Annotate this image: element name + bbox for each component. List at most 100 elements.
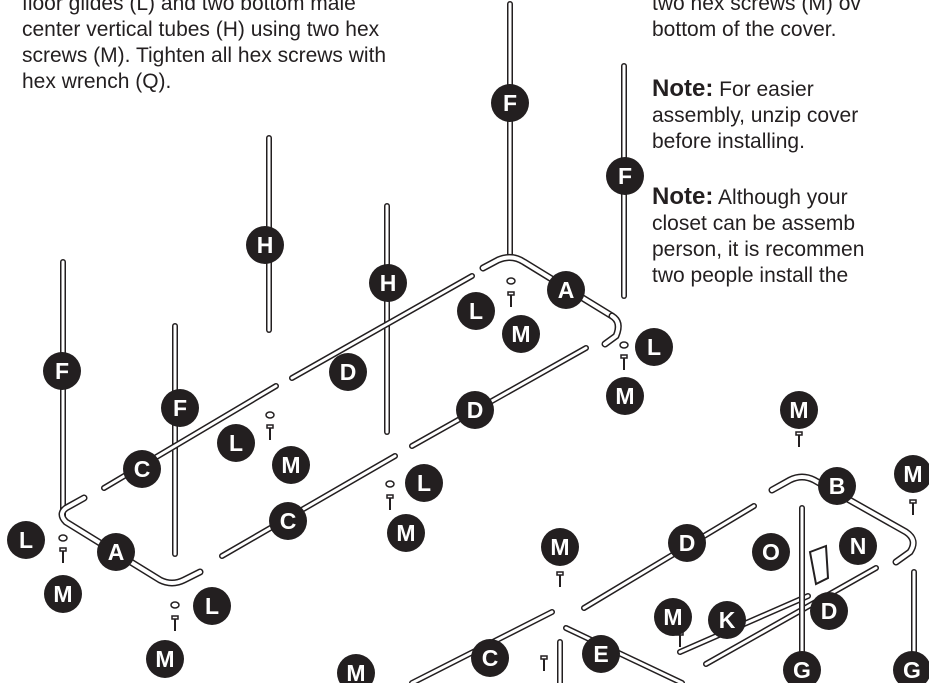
callout-letter: F (618, 163, 632, 189)
callout-letter: D (467, 397, 484, 423)
callout-letter: L (417, 470, 431, 496)
callout-d: D (810, 592, 848, 630)
callout-letter: C (482, 645, 499, 671)
callout-disc (246, 226, 284, 264)
callout-letter: M (903, 461, 922, 487)
floor-glide (385, 480, 395, 488)
callout-letter: D (821, 598, 838, 624)
note-2: Note: Although your closet can be assemb… (652, 184, 864, 289)
callout-n: N (839, 527, 877, 565)
instruction-line: screws (M). Tighten all hex screws with (22, 44, 387, 67)
callout-disc (783, 651, 821, 683)
callout-o: O (752, 533, 790, 571)
tube-d-mid (409, 345, 589, 449)
callout-letter: L (205, 593, 219, 619)
note-heading: Note: (652, 75, 714, 102)
instruction-line: bottom of the cover. (652, 18, 837, 41)
callout-letter: M (53, 581, 72, 607)
callout-disc (491, 84, 529, 122)
tube-d-lower (581, 503, 757, 611)
callout-a: A (547, 271, 585, 309)
instruction-line: floor glides (L) and two bottom male (22, 0, 356, 15)
note-line: Although your (718, 186, 848, 209)
callout-l: L (193, 587, 231, 625)
callout-k: K (708, 601, 746, 639)
callout-disc (97, 533, 135, 571)
floor-glide (619, 341, 629, 349)
note-heading: Note: (652, 183, 714, 210)
callout-letter: F (55, 358, 69, 384)
hardware (58, 277, 917, 671)
callout-disc (217, 424, 255, 462)
callout-disc (502, 315, 540, 353)
floor-glide (58, 534, 68, 542)
callout-d: D (668, 524, 706, 562)
hex-screw (909, 499, 917, 515)
callout-disc (387, 514, 425, 552)
callout-f: F (161, 389, 199, 427)
callout-letter: L (647, 334, 661, 360)
callout-letter: C (134, 456, 151, 482)
callout-letter: K (719, 607, 736, 633)
callout-letter: H (380, 270, 397, 296)
floor-glide (170, 601, 180, 609)
callout-disc (329, 353, 367, 391)
callout-disc (369, 264, 407, 302)
callout-letter: M (396, 520, 415, 546)
callout-disc (7, 521, 45, 559)
hex-screw (620, 354, 628, 370)
hex-screw (507, 291, 515, 307)
callout-disc (818, 467, 856, 505)
callout-l: L (457, 292, 495, 330)
callout-g: G (893, 651, 929, 683)
callout-l: L (635, 328, 673, 366)
callout-letter: L (229, 430, 243, 456)
callout-m: M (541, 528, 579, 566)
hex-screw (795, 431, 803, 447)
callout-d: D (329, 353, 367, 391)
callout-m: M (894, 455, 929, 493)
callout-letter: G (793, 657, 811, 683)
callout-m: M (146, 640, 184, 678)
bracket-o (808, 544, 830, 586)
callout-disc (654, 598, 692, 636)
hex-screw (556, 571, 564, 587)
callout-disc (193, 587, 231, 625)
tube-d-back (289, 273, 475, 381)
callout-letter: M (663, 604, 682, 630)
callout-g: G (783, 651, 821, 683)
note-1: Note: For easier assembly, unzip cover b… (652, 76, 858, 155)
callout-disc (752, 533, 790, 571)
callout-disc (893, 651, 929, 683)
callout-letter: G (903, 657, 921, 683)
callout-letter: C (280, 508, 297, 534)
callout-l: L (405, 464, 443, 502)
note-line: assembly, unzip cover (652, 104, 859, 127)
instruction-line: two hex screws (M) ov (652, 0, 861, 15)
callout-l: L (7, 521, 45, 559)
callout-l: L (217, 424, 255, 462)
callout-letter: M (550, 534, 569, 560)
floor-glide (506, 277, 516, 285)
callout-disc (839, 527, 877, 565)
callout-disc (606, 377, 644, 415)
callout-m: M (502, 315, 540, 353)
callout-disc (123, 450, 161, 488)
callout-disc (810, 592, 848, 630)
instruction-line: center vertical tubes (H) using two hex (22, 18, 380, 41)
callout-letter: A (108, 539, 125, 565)
callout-disc (272, 446, 310, 484)
callout-m: M (606, 377, 644, 415)
note-line: For easier (719, 78, 814, 101)
callout-disc (780, 391, 818, 429)
callout-h: H (246, 226, 284, 264)
callout-disc (606, 157, 644, 195)
note-line: before installing. (652, 130, 805, 153)
callout-letter: D (340, 359, 357, 385)
callout-letter: B (829, 473, 846, 499)
callout-m: M (272, 446, 310, 484)
callout-letter: M (511, 321, 530, 347)
callout-d: D (456, 391, 494, 429)
floor-glide (265, 411, 275, 419)
